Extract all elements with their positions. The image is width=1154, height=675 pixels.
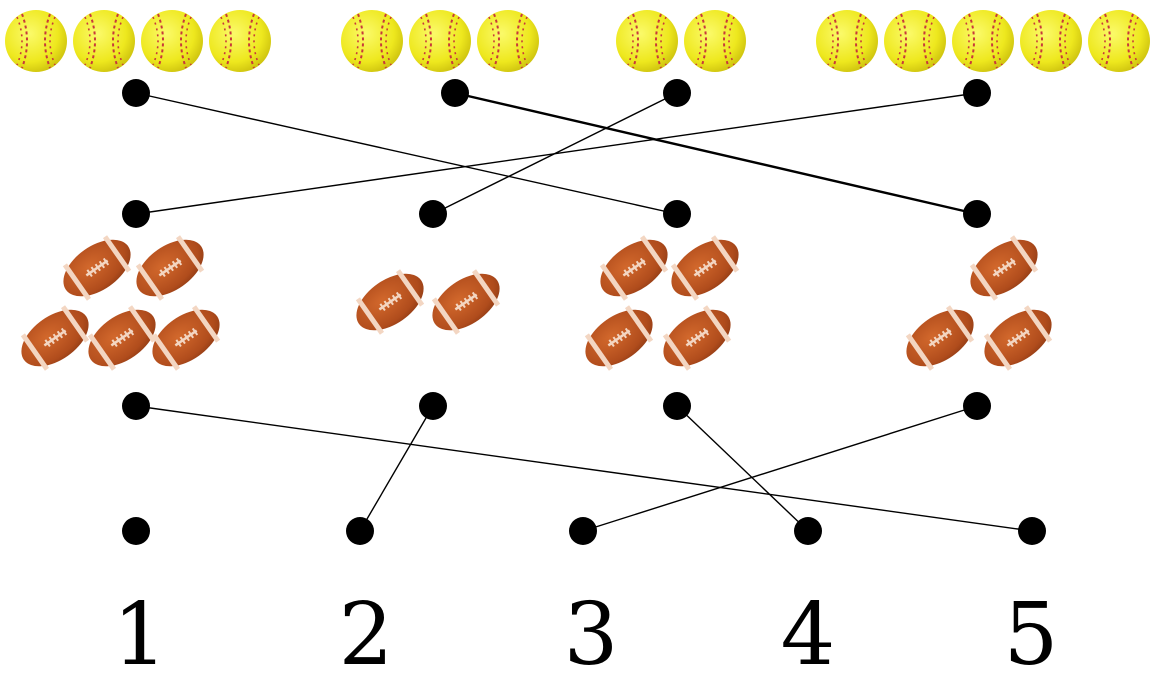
football-number-link-3 bbox=[676, 405, 809, 532]
softball-icon bbox=[208, 9, 272, 73]
football-icon bbox=[141, 296, 231, 380]
softball-dot-3[interactable] bbox=[663, 79, 691, 107]
number-label-1: 1 bbox=[113, 585, 168, 675]
softball-football-link-1 bbox=[135, 92, 678, 215]
football-number-link-4 bbox=[582, 405, 978, 532]
number-dot-4[interactable] bbox=[794, 517, 822, 545]
number-dot-1[interactable] bbox=[122, 517, 150, 545]
softball-icon bbox=[1019, 9, 1083, 73]
football-icon bbox=[652, 296, 742, 380]
football-group-3 bbox=[574, 226, 750, 380]
number-dot-2[interactable] bbox=[346, 517, 374, 545]
connection-lines bbox=[135, 91, 1033, 532]
football-icon bbox=[345, 260, 435, 344]
number-label-2: 2 bbox=[339, 585, 394, 675]
softball-icon bbox=[72, 9, 136, 73]
number-label-5: 5 bbox=[1004, 585, 1059, 675]
football-group-1 bbox=[10, 226, 231, 380]
football-icon bbox=[574, 296, 664, 380]
football-icon bbox=[973, 296, 1063, 380]
softball-dot-2[interactable] bbox=[441, 79, 469, 107]
number-dot-3[interactable] bbox=[569, 517, 597, 545]
softball-group-2 bbox=[340, 9, 540, 73]
softball-icon bbox=[951, 9, 1015, 73]
football-icon bbox=[895, 296, 985, 380]
football-icon bbox=[660, 226, 750, 310]
softball-football-link-4 bbox=[135, 92, 978, 215]
softball-icon bbox=[476, 9, 540, 73]
football-number-link-1 bbox=[135, 405, 1033, 532]
softball-icon bbox=[408, 9, 472, 73]
football-group-2 bbox=[345, 260, 511, 344]
football-icon bbox=[77, 296, 167, 380]
football-bottom-dot-3[interactable] bbox=[663, 392, 691, 420]
number-labels: 1 2 3 4 5 bbox=[113, 585, 1059, 675]
softball-groups bbox=[4, 9, 1151, 73]
football-groups bbox=[10, 226, 1063, 380]
football-icon bbox=[52, 226, 142, 310]
softball-football-link-2 bbox=[454, 91, 978, 216]
football-bottom-dot-1[interactable] bbox=[122, 392, 150, 420]
softball-icon bbox=[815, 9, 879, 73]
softball-icon bbox=[683, 9, 747, 73]
connection-dots bbox=[122, 79, 1046, 545]
football-icon bbox=[125, 226, 215, 310]
football-icon bbox=[421, 260, 511, 344]
softball-icon bbox=[883, 9, 947, 73]
football-icon bbox=[959, 226, 1049, 310]
softball-icon bbox=[4, 9, 68, 73]
softball-dot-4[interactable] bbox=[963, 79, 991, 107]
football-top-dot-3[interactable] bbox=[663, 200, 691, 228]
softball-icon bbox=[1087, 9, 1151, 73]
softball-dot-1[interactable] bbox=[122, 79, 150, 107]
football-bottom-dot-2[interactable] bbox=[419, 392, 447, 420]
football-top-dot-2[interactable] bbox=[419, 200, 447, 228]
softball-group-3 bbox=[615, 9, 747, 73]
number-dot-5[interactable] bbox=[1018, 517, 1046, 545]
softball-group-1 bbox=[4, 9, 272, 73]
number-label-4: 4 bbox=[781, 585, 836, 675]
football-top-dot-1[interactable] bbox=[122, 200, 150, 228]
football-icon bbox=[589, 226, 679, 310]
football-icon bbox=[10, 296, 100, 380]
football-group-4 bbox=[895, 226, 1063, 380]
softball-icon bbox=[140, 9, 204, 73]
softball-icon bbox=[340, 9, 404, 73]
football-top-dot-4[interactable] bbox=[963, 200, 991, 228]
football-bottom-dot-4[interactable] bbox=[963, 392, 991, 420]
softball-icon bbox=[615, 9, 679, 73]
football-number-link-2 bbox=[359, 405, 434, 532]
number-label-3: 3 bbox=[564, 585, 619, 675]
softball-group-4 bbox=[815, 9, 1151, 73]
